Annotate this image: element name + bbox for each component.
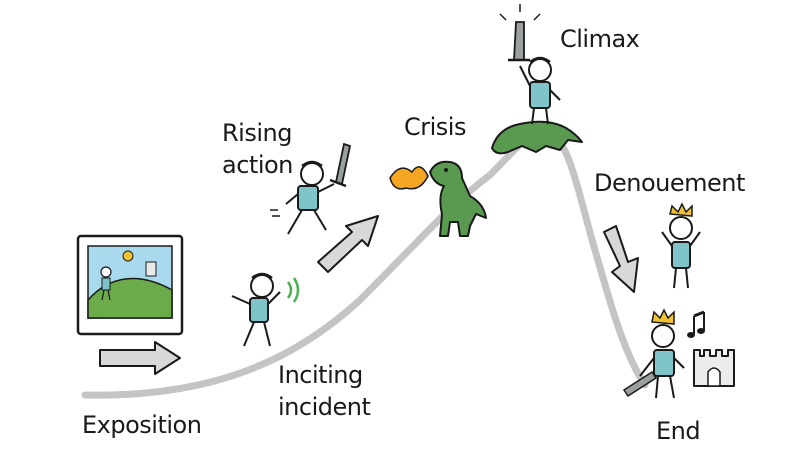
- label-climax: Climax: [560, 25, 640, 53]
- label-inciting-incident-line2: incident: [278, 393, 371, 421]
- dragon-figure: [429, 160, 487, 237]
- label-crisis: Crisis: [404, 113, 466, 141]
- label-rising-action-line2: action: [222, 151, 293, 179]
- defeated-dragon: [491, 120, 583, 155]
- denouement-arrow: [603, 225, 639, 293]
- castle-icon: [693, 349, 735, 387]
- music-note-icon: [687, 310, 705, 338]
- king-figure: [622, 308, 685, 399]
- running-hero-figure: [270, 142, 352, 235]
- exposition-picture: [76, 234, 184, 336]
- label-rising-action-line1: Rising: [222, 119, 292, 147]
- label-exposition: Exposition: [82, 411, 202, 439]
- rising-arrow: [317, 215, 379, 273]
- victorious-hero-figure: [499, 4, 561, 125]
- label-end: End: [656, 417, 701, 445]
- exposition-arrow: [99, 341, 181, 375]
- startled-hero-figure: [231, 272, 300, 347]
- story-arc-path: [81, 125, 649, 399]
- label-denouement: Denouement: [594, 169, 745, 197]
- label-inciting-incident-line1: Inciting: [278, 361, 363, 389]
- crowned-figure: [661, 202, 701, 289]
- fire-breath: [389, 166, 429, 190]
